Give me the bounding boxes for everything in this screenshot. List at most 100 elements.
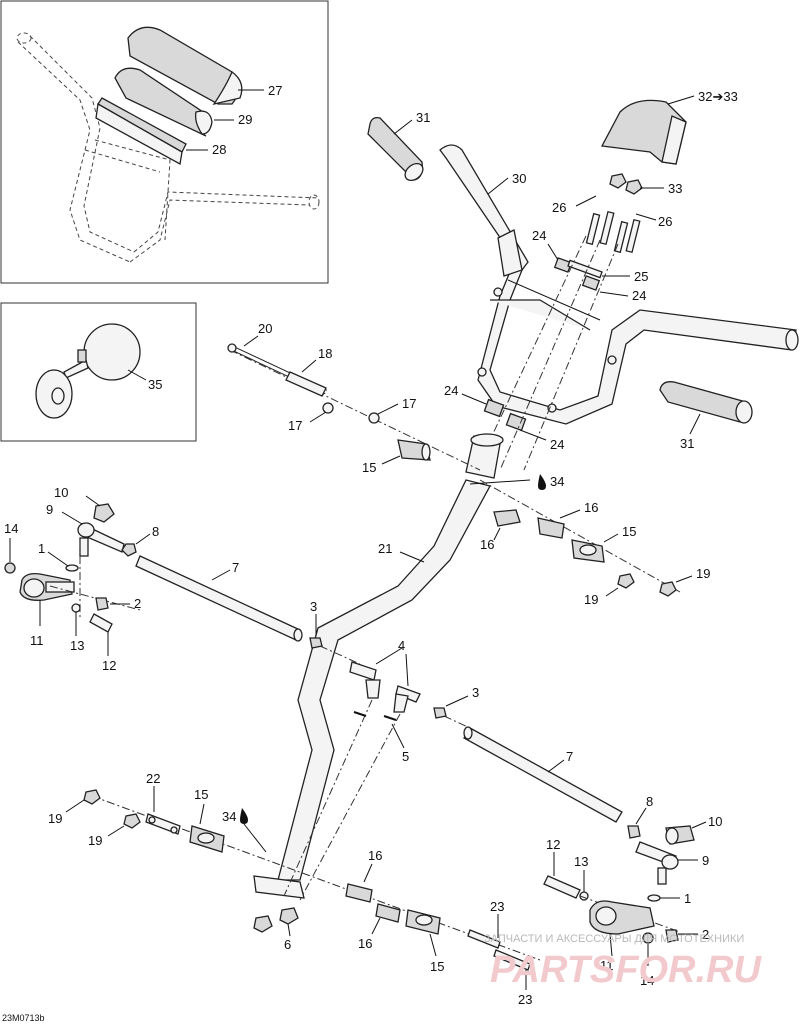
label-8b: 8	[646, 794, 653, 809]
nut-14a	[4, 562, 16, 574]
bolt-23a	[467, 929, 501, 949]
leader-15d	[429, 933, 437, 957]
lube-icon	[538, 474, 546, 490]
washer-17a	[322, 402, 334, 414]
label-15c: 15	[194, 787, 208, 802]
leader-15a	[381, 455, 401, 465]
grip-31-right	[659, 381, 753, 424]
label-10b: 10	[708, 814, 722, 829]
label-34b: 34	[222, 809, 236, 824]
bracket-22	[145, 813, 181, 835]
leader-19a	[605, 587, 619, 597]
label-24c: 24	[444, 383, 458, 398]
label-27: 27	[268, 83, 282, 98]
label-9b: 9	[702, 853, 709, 868]
label-17b: 17	[402, 396, 416, 411]
washer-13a	[71, 603, 81, 613]
tie-rod-7a	[135, 555, 303, 642]
leader-30	[487, 177, 509, 195]
bolt-12b	[543, 875, 581, 899]
leader-32	[667, 95, 695, 105]
label-24d: 24	[550, 437, 564, 452]
leader-24d	[519, 429, 547, 441]
label-15a: 15	[362, 460, 376, 475]
label-34a: 34	[550, 474, 564, 489]
bushing-15c	[189, 825, 225, 853]
leader-10b	[691, 821, 707, 829]
nut-19b	[659, 581, 677, 597]
label-15b: 15	[622, 524, 636, 539]
washer-1b	[647, 894, 661, 902]
bolts-26	[585, 210, 641, 254]
label-1b: 1	[684, 891, 691, 906]
spacer-16a	[493, 509, 521, 527]
bushing-15b	[571, 539, 605, 563]
label-2a: 2	[134, 596, 141, 611]
leader-24c	[461, 393, 487, 405]
label-10a: 10	[54, 485, 68, 500]
label-13b: 13	[574, 854, 588, 869]
leader-7a	[211, 569, 231, 581]
spacer-16b	[537, 517, 565, 539]
nut-19d	[123, 813, 141, 829]
nut-6b	[279, 907, 299, 925]
label-20: 20	[258, 321, 272, 336]
label-18: 18	[318, 346, 332, 361]
label-11b: 11	[600, 958, 614, 973]
leader-8b	[635, 807, 647, 825]
label-8a: 8	[152, 524, 159, 539]
leader-19b	[675, 575, 693, 583]
nut-19c	[83, 789, 101, 805]
label-28: 28	[212, 142, 226, 157]
label-3a: 3	[310, 599, 317, 614]
bushing-15d	[405, 909, 441, 935]
leader-18	[301, 359, 317, 373]
leader-1a	[47, 551, 69, 567]
bolt-12a	[89, 613, 113, 633]
label-29: 29	[238, 112, 252, 127]
tie-rod-7b	[463, 726, 623, 823]
nut-6a	[253, 915, 273, 933]
leader-17b	[377, 403, 399, 415]
grip-31-left	[367, 116, 424, 182]
label-1a: 1	[38, 541, 45, 556]
label-14b: 14	[640, 973, 654, 988]
label-16a: 16	[480, 537, 494, 552]
leader-21	[399, 551, 425, 563]
label-25: 25	[634, 269, 648, 284]
tie-rod-end-9b	[635, 841, 679, 885]
handlebar-30	[439, 144, 799, 425]
nut-3b	[433, 707, 447, 719]
clamp-11b	[589, 900, 655, 935]
leader-24a	[547, 243, 559, 261]
label-4: 4	[398, 638, 405, 653]
label-17a: 17	[288, 418, 302, 433]
ball-joint-4b	[393, 685, 421, 713]
label-5: 5	[402, 749, 409, 764]
leader-5	[391, 723, 405, 749]
clamps-lower	[483, 398, 527, 432]
cover-32	[600, 99, 687, 165]
label-31b: 31	[680, 436, 694, 451]
label-11a: 11	[30, 633, 44, 648]
clamp-11a	[19, 572, 75, 601]
lube-icon-2	[240, 808, 248, 824]
label-23a: 23	[490, 899, 504, 914]
leader-7b	[547, 759, 565, 773]
spacer-16c	[345, 883, 373, 903]
bolt-23b	[493, 949, 531, 971]
handlebar-pad-29	[114, 67, 213, 137]
leader-9a	[61, 511, 83, 525]
label-31a: 31	[416, 110, 430, 125]
label-12b: 12	[546, 837, 560, 852]
nut-14b	[642, 932, 654, 944]
label-19b: 19	[696, 566, 710, 581]
watermark-text: ЗАПЧАСТИ И АКСЕССУАРЫ ДЛЯ МОТОТЕХНИКИ	[484, 933, 744, 945]
label-35: 35	[148, 377, 162, 392]
label-21: 21	[378, 541, 392, 556]
label-7a: 7	[232, 560, 239, 575]
ball-joint-4a	[349, 661, 381, 699]
steering-column-21	[253, 433, 504, 899]
leader-26a	[575, 195, 597, 207]
